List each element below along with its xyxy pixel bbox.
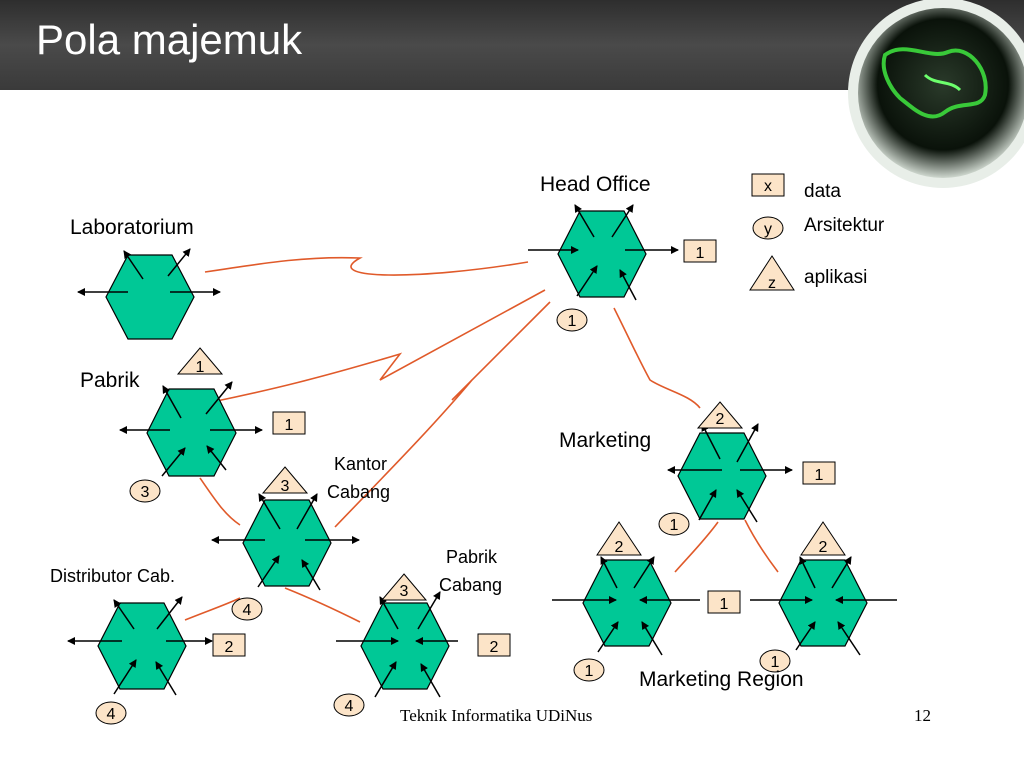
label-kantor-line1: Kantor <box>334 454 387 474</box>
legend-circle: y <box>752 216 784 240</box>
badge-text: 2 <box>716 411 725 428</box>
footer-text: Teknik Informatika UDiNus <box>400 706 593 725</box>
triangle-badge-marketing: 2 <box>696 401 744 429</box>
label-pabrikcabang-line1: Pabrik <box>446 547 498 567</box>
circle-badge-kantor: 4 <box>231 597 263 621</box>
label-pabrik: Pabrik <box>80 369 140 392</box>
badge-text: 1 <box>815 467 824 484</box>
legend-data-label: data <box>804 181 841 202</box>
connector-marketing-regionleft <box>674 521 719 573</box>
legend-triangle-symbol: z <box>768 275 776 292</box>
badge-text: 4 <box>107 706 116 723</box>
connector-kantor-pabrikcabang <box>284 587 361 623</box>
square-badge-headoffice: 1 <box>683 239 717 263</box>
triangle-badge-kantor: 3 <box>261 466 309 495</box>
square-badge-pabrik: 1 <box>272 411 306 435</box>
circle-badge-marketing: 1 <box>658 512 690 536</box>
node-marketing-region-left <box>582 559 672 647</box>
badge-text: 1 <box>196 359 205 376</box>
badge-text: 1 <box>585 663 594 680</box>
square-badge-distributor: 2 <box>212 633 246 657</box>
badge-text: 4 <box>243 602 252 619</box>
badge-text: 1 <box>720 596 729 613</box>
badge-text: 2 <box>615 539 624 556</box>
label-kantor-line2: Cabang <box>327 482 390 502</box>
page-number: 12 <box>914 706 931 725</box>
square-badge-region: 1 <box>707 590 741 614</box>
label-distributor: Distributor Cab. <box>50 566 175 586</box>
node-labels: Head Office Laboratorium Pabrik Marketin… <box>50 173 804 691</box>
connector-lab-headoffice <box>204 256 529 276</box>
legend-circle-symbol: y <box>764 221 772 238</box>
circle-badge-distributor: 4 <box>95 701 127 725</box>
legend-arsitektur-label: Arsitektur <box>804 215 885 236</box>
legend-triangle: z <box>749 255 795 292</box>
arch-badges: 1 3 1 4 4 4 1 1 y <box>95 216 791 725</box>
badge-text: 3 <box>400 583 409 600</box>
triangle-badge-region-left: 2 <box>596 521 642 556</box>
node-pabrik-cabang <box>360 602 450 690</box>
node-head-office <box>557 210 647 298</box>
badge-text: 1 <box>696 245 705 262</box>
globe-logo <box>848 0 1024 188</box>
connector-pabrik-headoffice <box>211 289 546 403</box>
connector-distributor-kantor <box>184 597 241 621</box>
circle-badge-region-right: 1 <box>759 649 791 673</box>
badge-text: 3 <box>141 484 150 501</box>
badge-text: 2 <box>819 539 828 556</box>
triangle-badge-pabrik: 1 <box>176 347 224 376</box>
circle-badge-pabrik: 3 <box>129 479 161 503</box>
badge-text: 1 <box>285 417 294 434</box>
app-badges: 1 2 3 3 2 2 z <box>176 255 846 601</box>
label-pabrikcabang-line2: Cabang <box>439 575 502 595</box>
data-badges: 1 1 1 2 2 1 x <box>212 173 836 657</box>
connector-headoffice-marketing <box>613 307 701 409</box>
badge-text: 1 <box>771 654 780 671</box>
triangle-badge-region-right: 2 <box>800 521 846 556</box>
node-distributor <box>97 602 187 690</box>
square-badge-pabrikcabang: 2 <box>477 633 511 657</box>
node-marketing <box>677 432 767 520</box>
arrows <box>67 204 897 698</box>
legend-square-symbol: x <box>764 178 772 195</box>
circle-badge-pabrikcabang: 4 <box>333 693 365 717</box>
circle-badge-region-left: 1 <box>573 658 605 682</box>
slide-title: Pola majemuk <box>36 16 303 63</box>
node-marketing-region-right <box>778 559 868 647</box>
square-badge-marketing: 1 <box>802 461 836 485</box>
label-head-office: Head Office <box>540 173 651 196</box>
badge-text: 4 <box>345 698 354 715</box>
label-laboratorium: Laboratorium <box>70 216 194 239</box>
triangle-badge-pabrikcabang: 3 <box>380 573 428 601</box>
circle-badge-headoffice: 1 <box>556 308 588 332</box>
node-laboratorium <box>105 254 195 340</box>
connector-pabrik-kantor <box>199 477 241 526</box>
node-pabrik <box>146 388 237 477</box>
connector-kantor-headoffice <box>334 301 551 528</box>
legend-square: x <box>751 173 785 197</box>
label-marketing: Marketing <box>559 429 651 452</box>
hexagon-nodes <box>97 210 868 690</box>
node-kantor-cabang <box>242 499 332 587</box>
legend-labels: data Arsitektur aplikasi <box>804 181 885 288</box>
label-marketing-region: Marketing Region <box>639 668 804 691</box>
badge-text: 2 <box>490 639 499 656</box>
badge-text: 2 <box>225 639 234 656</box>
connectors <box>184 256 779 623</box>
legend-aplikasi-label: aplikasi <box>804 267 867 288</box>
badge-text: 1 <box>568 313 577 330</box>
badge-text: 1 <box>670 517 679 534</box>
badge-text: 3 <box>281 478 290 495</box>
connector-marketing-regionright <box>744 519 779 573</box>
